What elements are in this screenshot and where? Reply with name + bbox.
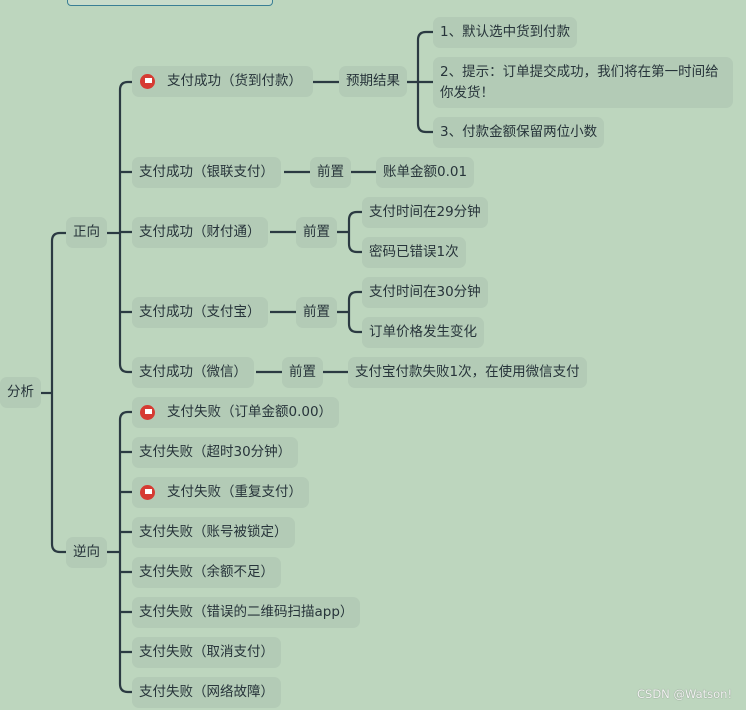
case-label: 支付成功（货到付款） (167, 73, 302, 89)
detail-node[interactable]: 账单金额0.01 (376, 157, 475, 188)
detail-node[interactable]: 订单价格发生变化 (362, 317, 484, 348)
detail-node[interactable]: 密码已错误1次 (362, 237, 466, 268)
case-node[interactable]: 支付失败（余额不足） (132, 557, 281, 588)
sub-node[interactable]: 前置 (310, 157, 351, 188)
detail-node[interactable]: 支付时间在30分钟 (362, 277, 488, 308)
case-label: 支付失败（重复支付） (167, 484, 302, 500)
watermark: CSDN @Watson! (637, 687, 733, 701)
case-label: 支付失败（订单金额0.00） (167, 404, 333, 420)
red-flag-icon (140, 405, 155, 420)
sub-node[interactable]: 前置 (282, 357, 323, 388)
case-node[interactable]: 支付失败（错误的二维码扫描app） (132, 597, 361, 628)
case-node[interactable]: 支付成功（银联支付） (132, 157, 281, 188)
case-node[interactable]: 支付成功（微信） (132, 357, 254, 388)
case-node[interactable]: 支付失败（网络故障） (132, 677, 281, 708)
case-node[interactable]: 支付成功（财付通） (132, 217, 268, 248)
sub-node[interactable]: 预期结果 (339, 66, 407, 97)
case-node[interactable]: 支付失败（超时30分钟） (132, 437, 299, 468)
red-flag-icon (140, 485, 155, 500)
branch-forward[interactable]: 正向 (66, 217, 107, 248)
case-node[interactable]: 支付成功（支付宝） (132, 297, 268, 328)
case-node[interactable]: 支付失败（订单金额0.00） (132, 397, 340, 428)
branch-reverse[interactable]: 逆向 (66, 537, 107, 568)
sub-node[interactable]: 前置 (296, 217, 337, 248)
case-node[interactable]: 支付失败（账号被锁定） (132, 517, 295, 548)
sub-node[interactable]: 前置 (296, 297, 337, 328)
case-node[interactable]: 支付失败（取消支付） (132, 637, 281, 668)
case-node[interactable]: 支付失败（重复支付） (132, 477, 309, 508)
case-node[interactable]: 支付成功（货到付款） (132, 66, 313, 97)
partial-top-node (67, 0, 273, 6)
detail-node[interactable]: 2、提示：订单提交成功，我们将在第一时间给你发货！ (433, 57, 733, 108)
detail-node[interactable]: 1、默认选中货到付款 (433, 17, 578, 48)
root-node[interactable]: 分析 (0, 377, 41, 408)
detail-node[interactable]: 支付时间在29分钟 (362, 197, 488, 228)
detail-node[interactable]: 支付宝付款失败1次，在使用微信支付 (348, 357, 587, 388)
red-flag-icon (140, 74, 155, 89)
detail-node[interactable]: 3、付款金额保留两位小数 (433, 117, 605, 148)
